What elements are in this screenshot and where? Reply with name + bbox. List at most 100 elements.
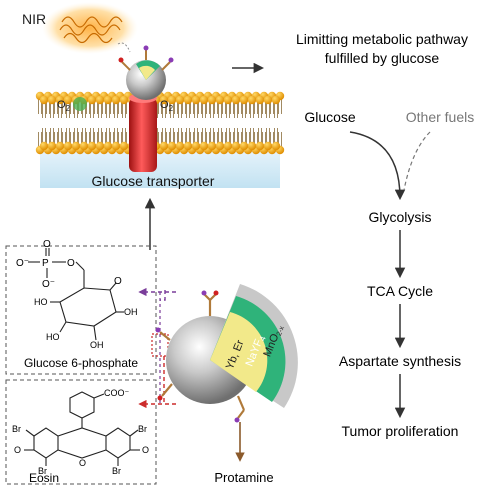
nir-light: NIR bbox=[22, 2, 138, 54]
nir-trajectory bbox=[117, 42, 131, 53]
lipid bbox=[95, 128, 105, 151]
eosin-o-bridge: O bbox=[79, 458, 86, 468]
g6p-box: O⁻ P O O⁻ O O OH HO HO OH Glucose 6-phos… bbox=[5, 239, 157, 375]
lipid bbox=[175, 128, 185, 151]
lipid bbox=[71, 128, 81, 151]
g6p-o-ring: O bbox=[114, 276, 122, 287]
nir-wave-icon bbox=[59, 16, 123, 44]
lipid bbox=[39, 95, 49, 118]
lipid bbox=[239, 128, 249, 151]
eosin-label: Eosin bbox=[29, 471, 59, 485]
pathway-title-line1: Limitting metabolic pathway bbox=[296, 31, 468, 47]
step-tumor-proliferation: Tumor proliferation bbox=[342, 423, 459, 439]
lipid bbox=[87, 128, 97, 151]
lipid bbox=[223, 95, 233, 118]
lipid bbox=[159, 128, 169, 151]
membrane-water bbox=[40, 148, 280, 188]
lipid bbox=[191, 128, 201, 151]
lipid bbox=[247, 128, 257, 151]
eosin-br-br: Br bbox=[112, 466, 121, 476]
nir-glow bbox=[42, 2, 138, 54]
core-shell-nanoparticle: Yb, Er NaYF4 MnO2-x bbox=[155, 284, 298, 423]
eosin-coo: COO⁻ bbox=[104, 388, 130, 398]
glucose-curve-arrow bbox=[349, 131, 406, 201]
ligand-highlight-box bbox=[151, 333, 169, 357]
g6p-o-top: O bbox=[43, 239, 51, 250]
step-tca-cycle: TCA Cycle bbox=[367, 283, 433, 299]
other-fuels-dashed-arrow bbox=[403, 131, 431, 191]
lipid bbox=[191, 95, 201, 118]
green-blob bbox=[73, 97, 87, 111]
eosin-br-bl: Br bbox=[38, 466, 47, 476]
lipid bbox=[39, 128, 49, 151]
g6p-o-minus-bottom: O⁻ bbox=[42, 279, 55, 290]
metabolic-pathway: Limitting metabolic pathway fulfilled by… bbox=[296, 31, 474, 439]
g6p-oh1: OH bbox=[124, 307, 138, 317]
lipid bbox=[263, 128, 273, 151]
lipid-bilayer bbox=[35, 91, 285, 155]
lipid bbox=[111, 95, 121, 118]
nir-label: NIR bbox=[22, 11, 46, 27]
lipid bbox=[239, 95, 249, 118]
lipid bbox=[175, 95, 185, 118]
lipid bbox=[95, 95, 105, 118]
eosin-o-left: O bbox=[14, 445, 21, 455]
lipid bbox=[207, 95, 217, 118]
core-wedge bbox=[210, 312, 268, 392]
lipid bbox=[111, 128, 121, 151]
lipid bbox=[255, 95, 265, 118]
lipid bbox=[199, 95, 209, 118]
lipid bbox=[271, 95, 281, 118]
other-fuels-label: Other fuels bbox=[406, 109, 474, 125]
glucose-label: Glucose bbox=[304, 109, 356, 125]
eosin-br-tr: Br bbox=[138, 424, 147, 434]
transporter-label: Glucose transporter bbox=[92, 173, 215, 189]
lipid bbox=[119, 128, 129, 151]
lipid bbox=[183, 95, 193, 118]
lipid bbox=[119, 95, 129, 118]
lipid bbox=[215, 95, 225, 118]
lipid bbox=[167, 95, 177, 118]
eosin-box: COO⁻ Br Br Br Br O O O Eosin bbox=[5, 379, 157, 485]
lipid bbox=[47, 128, 57, 151]
lipid bbox=[231, 128, 241, 151]
lipid bbox=[79, 128, 89, 151]
lipid bbox=[207, 128, 217, 151]
g6p-o-ester: O bbox=[67, 258, 75, 269]
g6p-p: P bbox=[42, 258, 49, 269]
lipid bbox=[63, 128, 73, 151]
lipid bbox=[263, 95, 273, 118]
lipid bbox=[247, 95, 257, 118]
g6p-oh2: OH bbox=[90, 340, 104, 350]
lipid bbox=[183, 128, 193, 151]
o2-left-label: O2 bbox=[57, 99, 71, 113]
eosin-o-right: O bbox=[142, 445, 149, 455]
lipid bbox=[55, 95, 65, 118]
g6p-label: Glucose 6-phosphate bbox=[24, 356, 138, 370]
lipid bbox=[255, 128, 265, 151]
membrane-nanoparticle bbox=[118, 45, 174, 100]
eosin-br-tl: Br bbox=[12, 424, 21, 434]
ligand-connectors bbox=[138, 287, 176, 409]
lipid bbox=[103, 128, 113, 151]
step-glycolysis: Glycolysis bbox=[368, 209, 431, 225]
cell-membrane: O2 O2 Glucose transporter bbox=[35, 91, 285, 189]
g6p-o-minus-left: O⁻ bbox=[16, 258, 29, 269]
surface-ligands bbox=[159, 293, 246, 419]
lipid bbox=[271, 128, 281, 151]
g6p-ho1: HO bbox=[34, 297, 48, 307]
lipid bbox=[199, 128, 209, 151]
lipid bbox=[47, 95, 57, 118]
lipid bbox=[215, 128, 225, 151]
lipid bbox=[63, 95, 73, 118]
step-aspartate-synthesis: Aspartate synthesis bbox=[339, 353, 461, 369]
g6p-structure bbox=[28, 248, 124, 341]
eosin-structure bbox=[24, 391, 140, 466]
lipid bbox=[103, 95, 113, 118]
lipid bbox=[231, 95, 241, 118]
glucose-transporter bbox=[129, 93, 157, 172]
lipid bbox=[159, 95, 169, 118]
lipid bbox=[167, 128, 177, 151]
lipid bbox=[55, 128, 65, 151]
